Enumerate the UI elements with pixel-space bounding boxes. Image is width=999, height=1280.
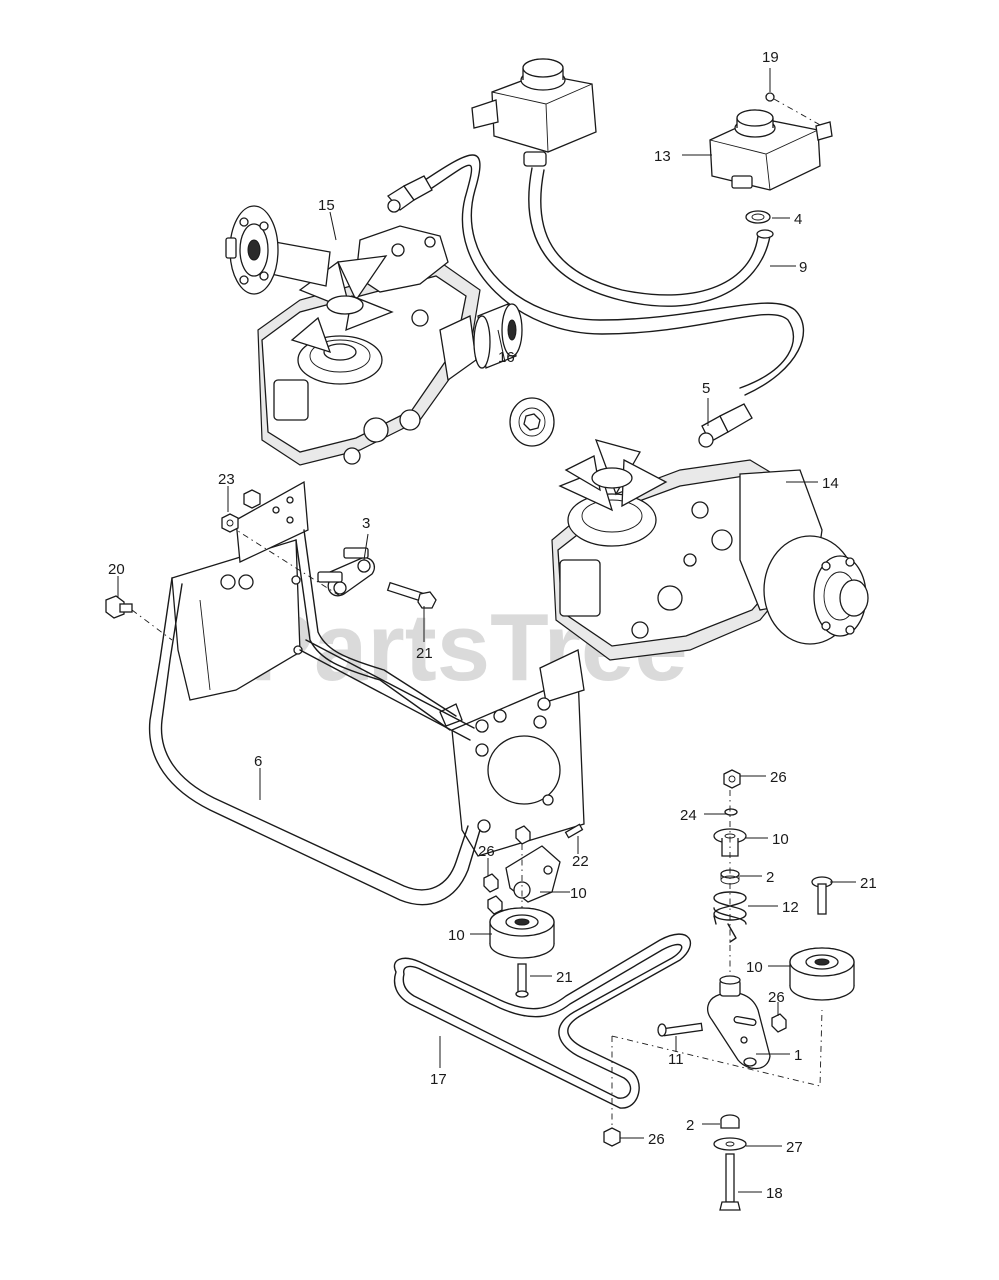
callout-11: 11 (668, 1051, 684, 1068)
frame-u-bracket-6 (148, 529, 481, 906)
link-axis (229, 525, 341, 597)
nut-25 (221, 489, 261, 533)
hose-clamp-4 (745, 210, 771, 224)
axle-hub-left (225, 205, 331, 295)
callout-21-center: 21 (556, 969, 573, 986)
callout-26-left: 26 (478, 843, 495, 860)
alignment-line-right (611, 1009, 823, 1087)
callout-10-center: 10 (448, 927, 465, 944)
idler-arm-1 (706, 975, 771, 1070)
nut-26-mid (771, 1013, 787, 1033)
callout-6: 6 (254, 753, 262, 770)
callout-15: 15 (318, 197, 335, 214)
callout-18: 18 (766, 1185, 783, 1202)
callout-24: 24 (680, 807, 697, 824)
nut-26-bottom (603, 1127, 621, 1147)
callout-14: 14 (822, 475, 839, 492)
washer-24 (724, 808, 738, 816)
filter-16 (473, 303, 555, 447)
callout-4: 4 (794, 211, 802, 228)
bushing-2-bottom (720, 1114, 740, 1129)
callout-labels: 19 13 4 9 15 16 5 14 23 3 20 21 6 22 26 … (108, 49, 877, 1202)
callout-19: 20 (108, 561, 125, 578)
idler-pulley-10-center (489, 907, 555, 959)
callout-12: 12 (782, 899, 799, 916)
callout-2-top: 2 (766, 869, 774, 886)
bolt-19 (105, 595, 133, 619)
nut-26-top (723, 769, 741, 789)
reservoir-13 (709, 109, 833, 191)
callout-20: 21 (416, 645, 433, 662)
callout-5: 5 (702, 380, 710, 397)
callout-9: 10 (772, 831, 789, 848)
callout-26-mid: 26 (768, 989, 785, 1006)
nut-26-left (483, 873, 503, 915)
mounting-plate-right (439, 649, 585, 857)
transmission-14 (551, 439, 869, 661)
callout-16: 16 (498, 349, 515, 366)
bolt-21-center (515, 963, 529, 998)
callout-8: 10 (570, 885, 587, 902)
pin-21-right (811, 876, 833, 915)
idler-pulley-10-right (789, 947, 855, 1001)
callout-3: 3 (362, 515, 370, 532)
reservoir-upper (471, 58, 597, 167)
callout-26-top: 26 (770, 769, 787, 786)
callout-25: 23 (218, 471, 235, 488)
callout-21-right: 21 (860, 875, 877, 892)
bolt-18 (719, 1153, 741, 1211)
elbow-fitting-left (387, 175, 433, 213)
callout-7: 9 (799, 259, 807, 276)
screw-23 (765, 92, 823, 127)
callout-10-right: 10 (746, 959, 763, 976)
callout-22: 22 (572, 853, 589, 870)
bolt-20 (386, 581, 437, 609)
washer-27 (713, 1137, 747, 1151)
bolt-11 (657, 1022, 703, 1037)
callout-23: 19 (762, 49, 779, 66)
elbow-fitting-5 (698, 403, 753, 448)
drive-belt-17 (393, 933, 691, 1109)
hose-7 (424, 154, 805, 396)
idler-bracket-8 (505, 823, 584, 903)
transmission-15 (257, 225, 481, 466)
mounting-plate-left (171, 480, 309, 701)
callout-27: 27 (786, 1139, 803, 1156)
callout-2-bottom: 2 (686, 1117, 694, 1134)
callout-13: 13 (654, 148, 671, 165)
spring-12 (713, 891, 747, 943)
callout-17: 17 (430, 1071, 447, 1088)
callout-1: 1 (794, 1047, 802, 1064)
callout-26-bottom: 26 (648, 1131, 665, 1148)
link-3 (317, 547, 376, 597)
callout-leaders (117, 68, 856, 1193)
bolt-19-axis (131, 609, 173, 641)
